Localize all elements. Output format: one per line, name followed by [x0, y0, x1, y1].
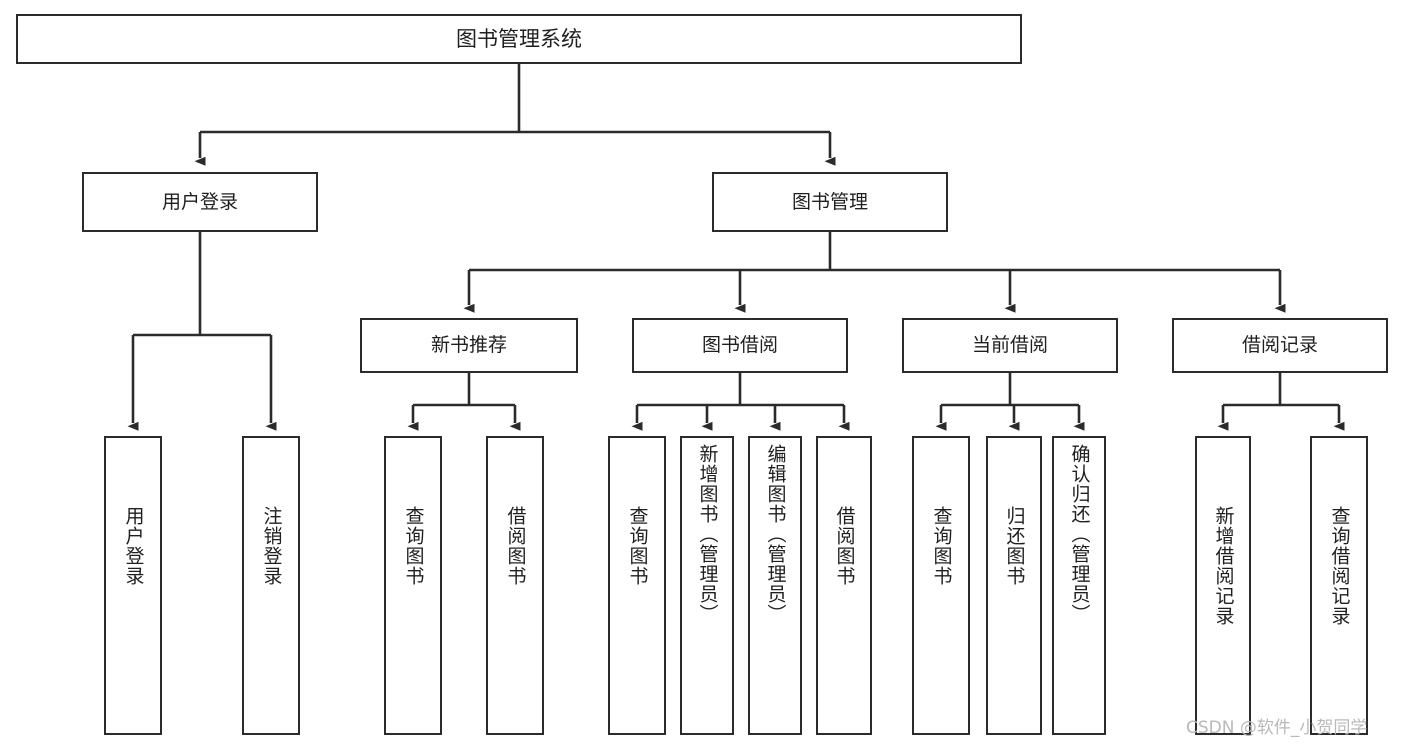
node-borrow-record-label: 借阅记录 [1241, 334, 1318, 357]
node-leaf-query-book-cb[interactable]: 查询图书 [912, 436, 970, 735]
node-leaf-query-book-cb-label: 查询图书 [930, 506, 953, 586]
node-leaf-edit-book-label: 编辑图书（管理员） [764, 444, 787, 624]
node-leaf-user-login-label: 用户登录 [122, 506, 145, 586]
node-leaf-query-record[interactable]: 查询借阅记录 [1310, 436, 1368, 735]
node-user-login[interactable]: 用户登录 [82, 172, 318, 232]
node-book-borrow[interactable]: 图书借阅 [632, 318, 848, 373]
node-new-book-rec[interactable]: 新书推荐 [360, 318, 578, 373]
node-book-manage-label: 图书管理 [791, 190, 868, 213]
node-current-borrow-label: 当前借阅 [971, 334, 1048, 357]
node-leaf-query-record-label: 查询借阅记录 [1328, 506, 1351, 626]
node-leaf-confirm-return-label: 确认归还（管理员） [1068, 444, 1091, 624]
node-leaf-confirm-return[interactable]: 确认归还（管理员） [1052, 436, 1106, 735]
node-leaf-return-book-label: 归还图书 [1003, 506, 1026, 586]
node-current-borrow[interactable]: 当前借阅 [902, 318, 1118, 373]
node-user-login-label: 用户登录 [161, 190, 238, 213]
csdn-watermark: CSDN @软件_小贺同学 [1186, 718, 1368, 738]
node-leaf-borrow-book-bb-label: 借阅图书 [833, 506, 856, 586]
node-leaf-return-book[interactable]: 归还图书 [986, 436, 1042, 735]
node-new-book-rec-label: 新书推荐 [430, 334, 507, 357]
node-leaf-add-record-label: 新增借阅记录 [1212, 506, 1235, 626]
node-leaf-borrow-book-rec[interactable]: 借阅图书 [486, 436, 544, 735]
node-leaf-query-book-bb-label: 查询图书 [626, 506, 649, 586]
node-root-label: 图书管理系统 [456, 26, 582, 51]
node-leaf-add-book-label: 新增图书（管理员） [696, 444, 719, 624]
node-leaf-borrow-book-bb[interactable]: 借阅图书 [816, 436, 872, 735]
node-leaf-borrow-book-rec-label: 借阅图书 [504, 506, 527, 586]
node-borrow-record[interactable]: 借阅记录 [1172, 318, 1388, 373]
node-leaf-query-book-rec[interactable]: 查询图书 [384, 436, 442, 735]
node-leaf-user-logout[interactable]: 注销登录 [242, 436, 300, 735]
node-leaf-edit-book[interactable]: 编辑图书（管理员） [748, 436, 802, 735]
node-leaf-query-book-rec-label: 查询图书 [402, 506, 425, 586]
node-book-manage[interactable]: 图书管理 [712, 172, 948, 232]
node-root[interactable]: 图书管理系统 [16, 14, 1022, 64]
node-leaf-add-book[interactable]: 新增图书（管理员） [680, 436, 734, 735]
node-book-borrow-label: 图书借阅 [701, 334, 778, 357]
node-leaf-add-record[interactable]: 新增借阅记录 [1195, 436, 1251, 735]
node-leaf-user-login[interactable]: 用户登录 [104, 436, 162, 735]
node-leaf-query-book-bb[interactable]: 查询图书 [608, 436, 666, 735]
node-leaf-user-logout-label: 注销登录 [260, 506, 283, 586]
